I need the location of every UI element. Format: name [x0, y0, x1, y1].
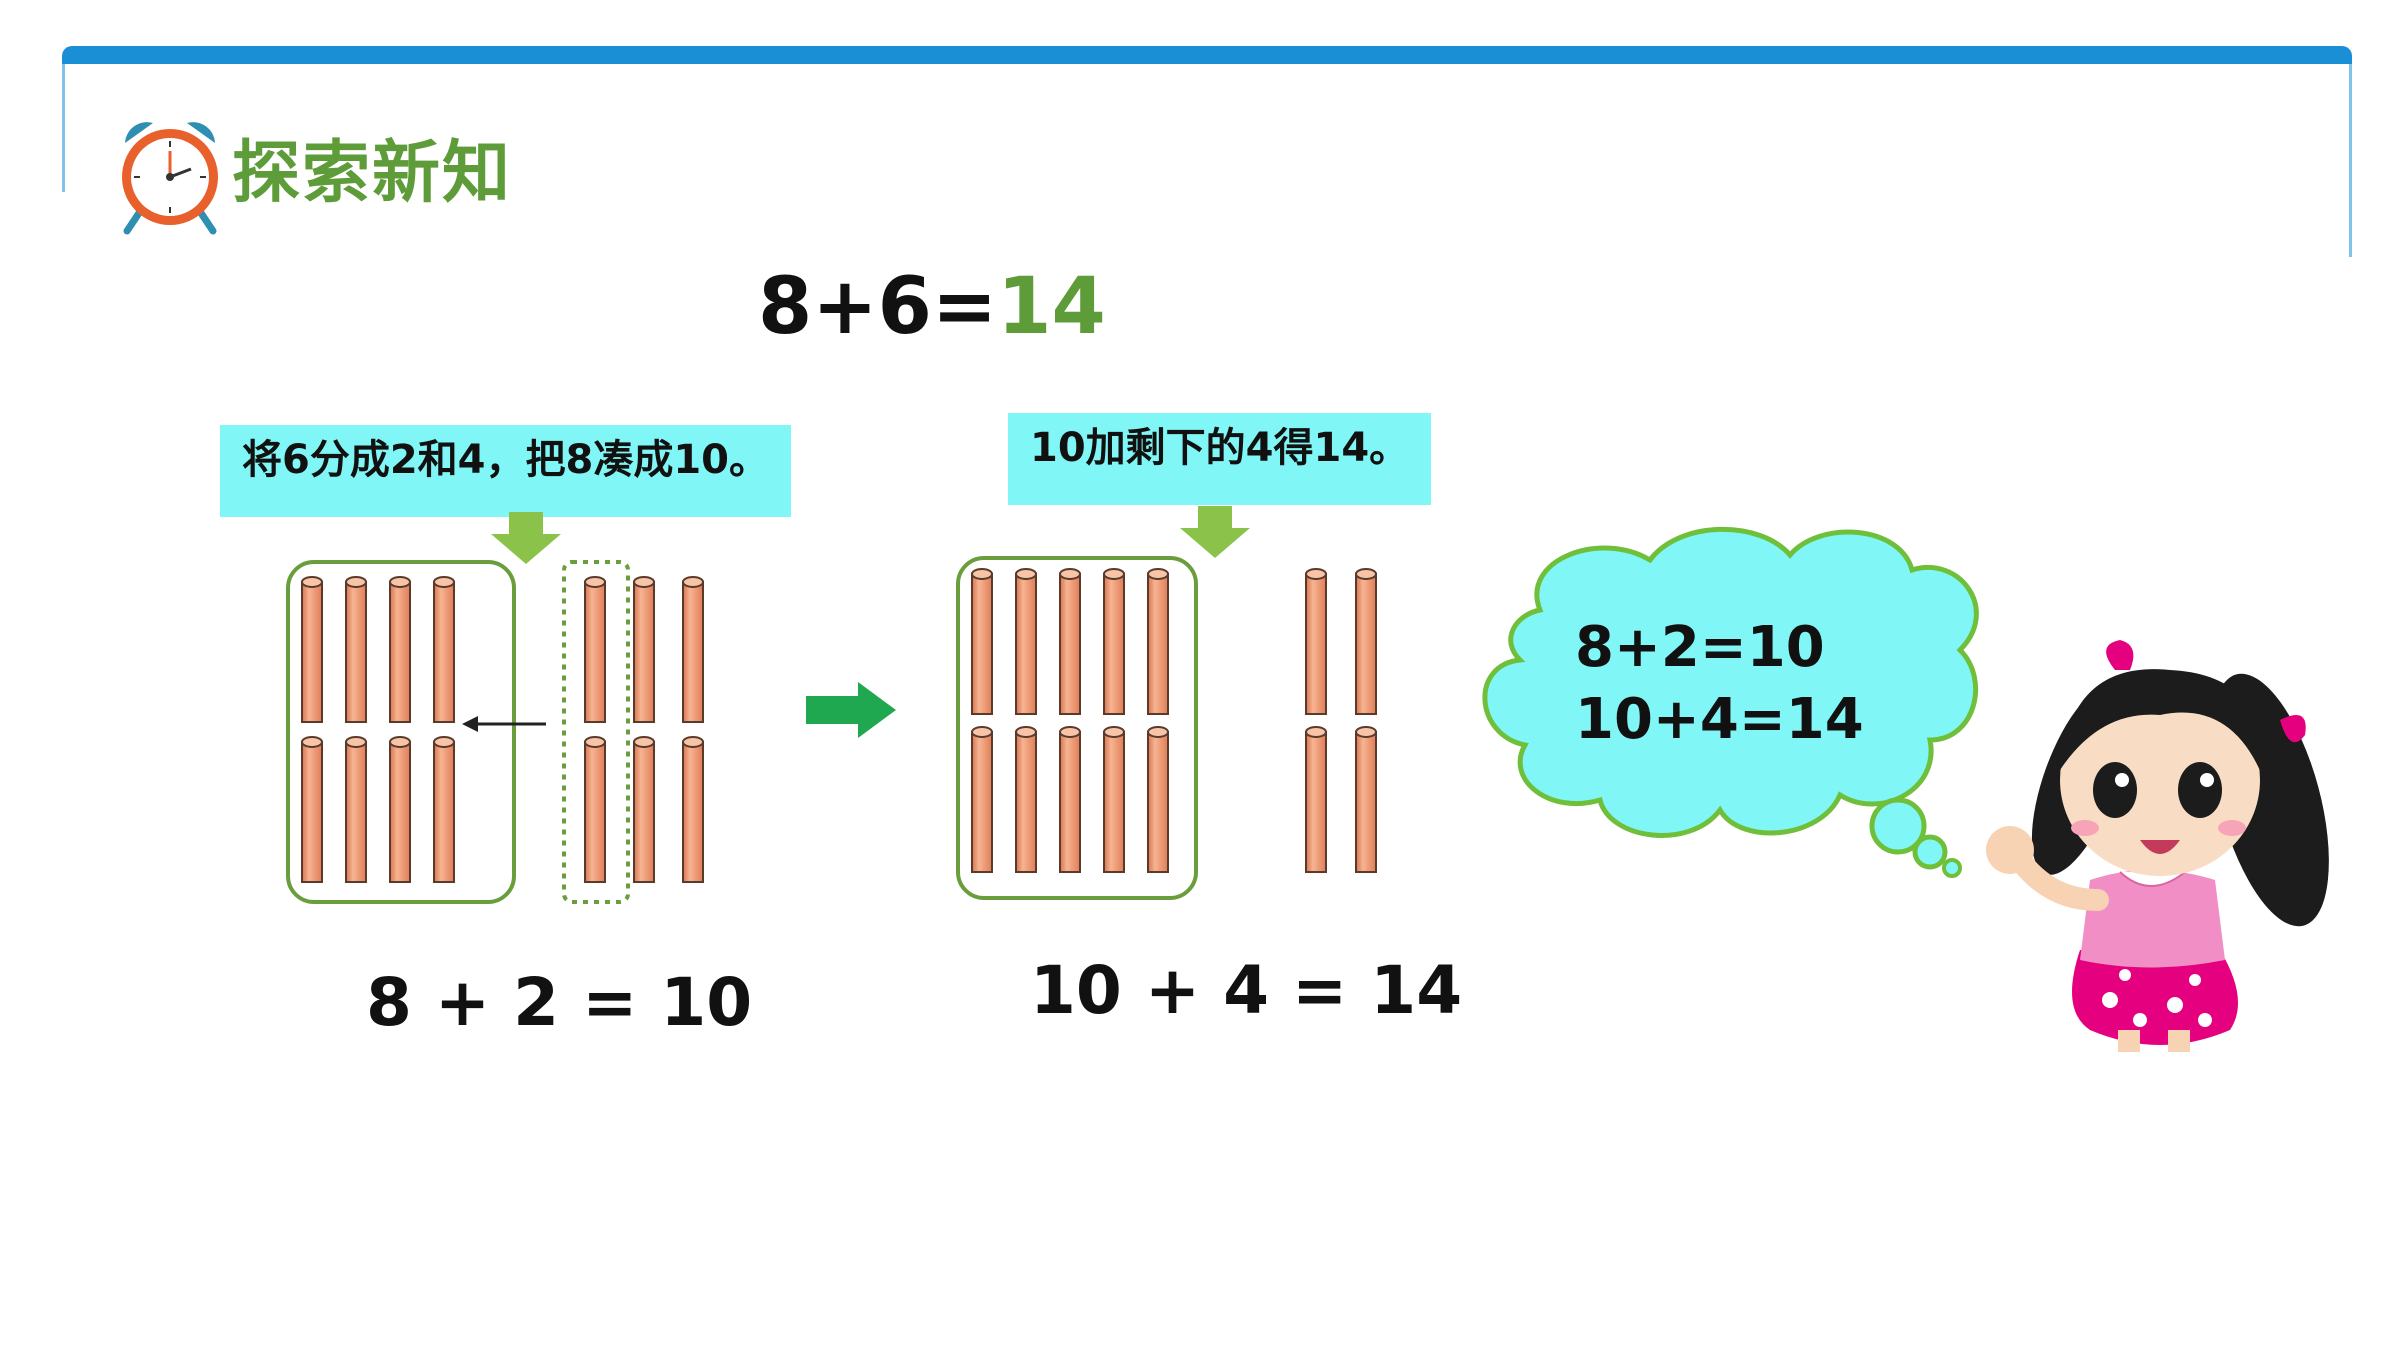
stick-rest-bottom-1: [1355, 726, 1377, 873]
thought-line-2: 10+4=14: [1575, 687, 1864, 752]
stick-six-bottom-0: [584, 736, 606, 883]
thought-dot-small: [1942, 858, 1962, 878]
stick-ten-top-0: [971, 568, 993, 715]
thought-dot-large: [1869, 797, 1927, 855]
down-arrow-left: [491, 512, 561, 564]
equation-eight-plus-two: 8 + 2 = 10: [366, 964, 753, 1041]
stick-six-bottom-2: [682, 736, 704, 883]
stick-six-top-2: [682, 576, 704, 723]
stick-left-bottom-1: [345, 736, 367, 883]
transition-arrow: [806, 682, 896, 738]
stick-left-top-3: [433, 576, 455, 723]
slide-frame-left: [62, 62, 65, 192]
hint-split-six: 将6分成2和4，把8凑成10。: [220, 425, 791, 517]
thought-text: 8+2=10 10+4=14: [1575, 612, 1864, 756]
move-arrow-head: [462, 716, 478, 732]
stick-left-bottom-2: [389, 736, 411, 883]
slide-frame-top: [62, 46, 2352, 64]
down-arrow-right: [1180, 506, 1250, 558]
stick-six-top-0: [584, 576, 606, 723]
ten-group-box-left: [286, 560, 516, 904]
stick-left-bottom-3: [433, 736, 455, 883]
section-title: 探索新知: [232, 134, 513, 213]
stick-rest-top-0: [1305, 568, 1327, 715]
stick-left-bottom-0: [301, 736, 323, 883]
girl-character: [1986, 640, 2329, 1052]
stick-ten-top-4: [1147, 568, 1169, 715]
stick-ten-top-3: [1103, 568, 1125, 715]
stick-rest-bottom-0: [1305, 726, 1327, 873]
stick-left-top-2: [389, 576, 411, 723]
stick-six-top-1: [633, 576, 655, 723]
stick-left-top-0: [301, 576, 323, 723]
thought-cloud: [1482, 526, 1979, 838]
alarm-clock-icon: [122, 122, 218, 235]
stick-ten-top-2: [1059, 568, 1081, 715]
main-equation-result: 14: [997, 262, 1106, 352]
stick-left-top-1: [345, 576, 367, 723]
stick-six-bottom-1: [633, 736, 655, 883]
hint-add-remaining: 10加剩下的4得14。: [1008, 413, 1432, 505]
stick-ten-bottom-0: [971, 726, 993, 873]
stick-ten-bottom-2: [1059, 726, 1081, 873]
equation-ten-plus-four: 10 + 4 = 14: [1030, 952, 1463, 1029]
stick-ten-bottom-3: [1103, 726, 1125, 873]
stick-ten-bottom-4: [1147, 726, 1169, 873]
thought-line-1: 8+2=10: [1575, 615, 1825, 680]
stick-rest-top-1: [1355, 568, 1377, 715]
thought-dot-medium: [1912, 834, 1948, 870]
main-equation-lhs: 8+6=: [758, 262, 998, 352]
main-equation: 8+6=14: [758, 268, 1106, 346]
stick-ten-bottom-1: [1015, 726, 1037, 873]
slide-frame-right: [2349, 62, 2352, 257]
split-two-box: [562, 560, 630, 904]
stick-ten-top-1: [1015, 568, 1037, 715]
ten-group-box-right: [956, 556, 1198, 900]
